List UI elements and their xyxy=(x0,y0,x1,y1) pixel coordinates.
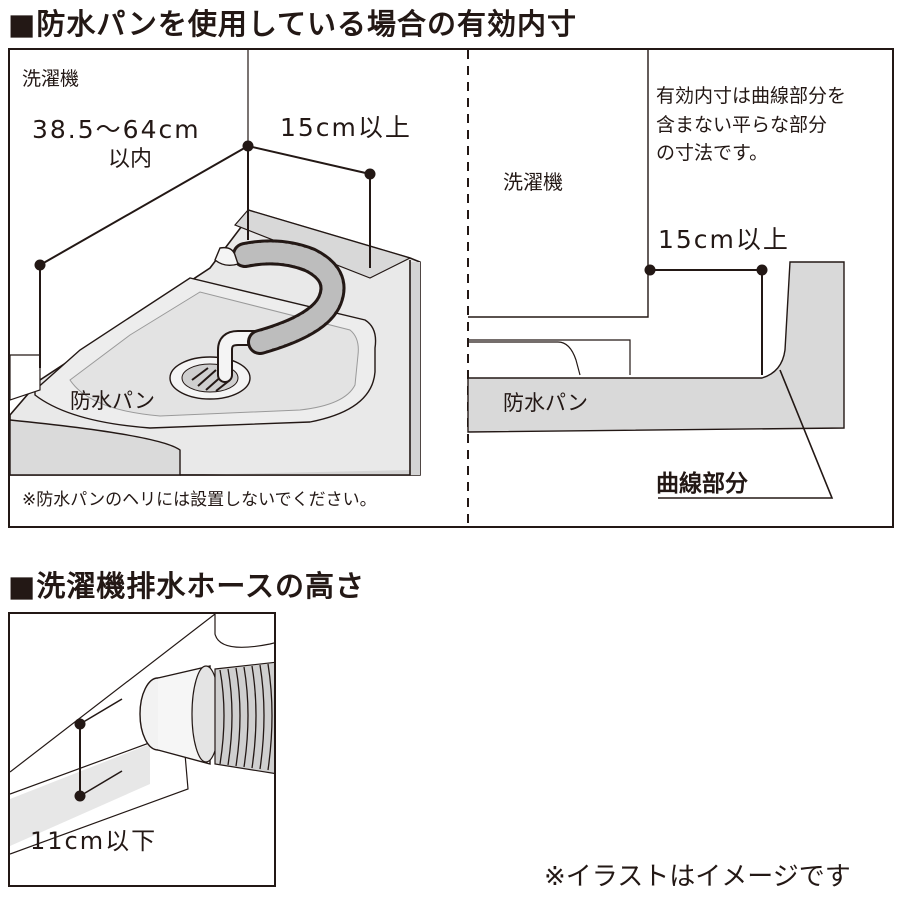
dimension-endpoint xyxy=(644,264,656,276)
dimension-endpoint xyxy=(74,718,86,730)
illustration-note: ※イラストはイメージです xyxy=(544,862,851,892)
width-dimension-sublabel: 以内 xyxy=(108,147,153,172)
pan-label-right: 防水パン xyxy=(503,391,589,415)
washer-label-right: 洗濯機 xyxy=(503,170,563,194)
washer-label-left: 洗濯機 xyxy=(22,68,80,90)
hose-height-panel: 11cm以下 xyxy=(8,612,276,887)
hose-height-illustration xyxy=(10,614,274,885)
heading-drain-hose-height: ■洗濯機排水ホースの高さ xyxy=(8,569,365,603)
pan-cross-section-drawing xyxy=(467,50,845,499)
dimension-endpoint xyxy=(34,259,46,271)
hose-height-label: 11cm以下 xyxy=(30,827,158,855)
pan-dimension-panel: 洗濯機 38.5～64cm 以内 15cm以上 防水パン ※防水パンのヘリには設… xyxy=(8,48,894,528)
dimension-endpoint xyxy=(364,168,376,180)
heading-waterproof-pan: ■防水パンを使用している場合の有効内寸 xyxy=(8,7,577,41)
depth-dimension-label-right: 15cm以上 xyxy=(658,225,790,254)
pan-label-left: 防水パン xyxy=(70,389,156,413)
dimension-endpoint xyxy=(756,264,768,276)
curve-label: 曲線部分 xyxy=(656,471,748,497)
depth-dimension-label-left: 15cm以上 xyxy=(280,113,412,142)
dimension-endpoint xyxy=(74,790,86,802)
edge-warning: ※防水パンのヘリには設置しないでください。 xyxy=(22,490,377,510)
pan-dimension-illustration xyxy=(10,50,845,526)
pan-3d-drawing xyxy=(10,50,421,476)
width-dimension-label: 38.5～64cm xyxy=(32,115,201,144)
effective-size-explanation: 有効内寸は曲線部分を 含まない平らな部分 の寸法です。 xyxy=(656,85,847,164)
dimension-endpoint xyxy=(242,140,254,152)
